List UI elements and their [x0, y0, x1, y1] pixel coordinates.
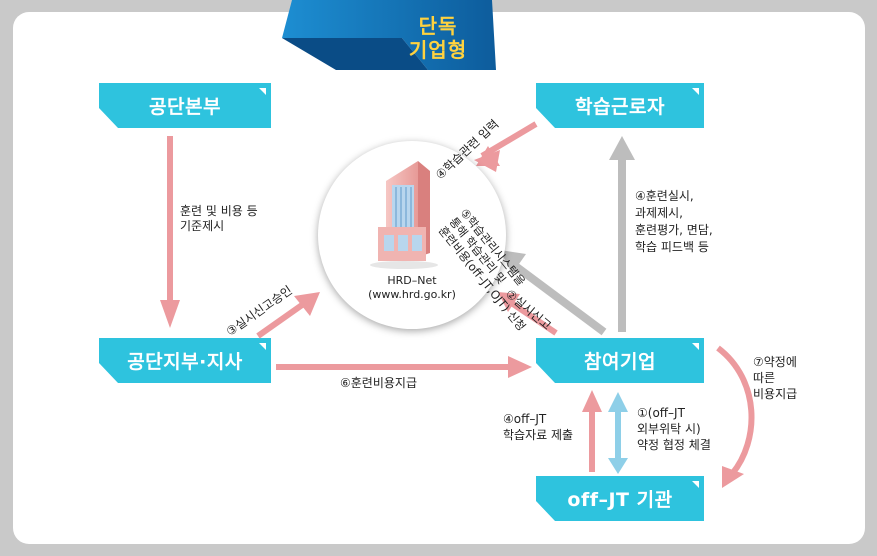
arrow-branch-to-company [276, 356, 532, 378]
arrow-company-offjt-blue [608, 392, 628, 474]
banner-line1: 단독 [418, 14, 458, 38]
hrd-net-label: HRD–Net (www.hrd.go.kr) [335, 274, 489, 302]
company-worker-label-line2: 과제제시, [635, 206, 683, 220]
company-box: 참여기업 [536, 338, 704, 383]
hq-box-shape [99, 83, 271, 128]
agreement-label: ①(off–JT 외부위탁 시) 약정 협정 체결 [637, 405, 711, 453]
hq-branch-label-line1: 훈련 및 비용 등 [180, 204, 258, 218]
branch-box-shape [99, 338, 271, 383]
banner-title: 단독 기업형 [388, 14, 488, 62]
offjt-box-shape [536, 476, 704, 521]
agreement-label-line3: 약정 협정 체결 [637, 438, 711, 452]
submit-label-line1: ④off–JT [503, 412, 547, 426]
contract-pay-label: ⑦약정에 따른 비용지급 [753, 354, 797, 402]
contract-pay-label-line2: 따른 [753, 371, 776, 385]
arrow-company-to-offjt-curve [716, 345, 755, 488]
arrow-company-to-hrd [498, 292, 558, 336]
submit-label-line2: 학습자료 제출 [503, 428, 574, 442]
hq-box: 공단본부 [99, 83, 271, 128]
company-worker-label-line1: ④훈련실시, [635, 189, 694, 203]
hrd-net-url: (www.hrd.go.kr) [368, 288, 456, 301]
arrow-branch-to-hrd [256, 292, 320, 339]
banner-fold [282, 38, 428, 70]
banner-line2: 기업형 [408, 38, 468, 62]
agreement-label-line1: ①(off–JT [637, 406, 685, 420]
arrow-company-to-hrd-gray [500, 250, 607, 336]
hrd-net-circle [318, 141, 506, 329]
arrow-worker-to-hrd [474, 121, 538, 172]
company-worker-label-line3: 훈련평가, 면담, [635, 223, 713, 237]
hq-branch-label: 훈련 및 비용 등 기준제시 [180, 204, 258, 234]
contract-pay-label-line1: ⑦약정에 [753, 355, 797, 369]
worker-box-shape [536, 83, 704, 128]
worker-box: 학습근로자 [536, 83, 704, 128]
building-icon [370, 161, 438, 269]
arrow-company-to-worker [609, 136, 635, 332]
arrow-offjt-to-company [582, 390, 602, 472]
arrow-hq-to-branch [160, 136, 180, 328]
hrd-net-name: HRD–Net [387, 274, 437, 287]
agreement-label-line2: 외부위탁 시) [637, 422, 701, 436]
company-worker-label-line4: 학습 피드백 등 [635, 240, 709, 254]
banner-shape [282, 0, 496, 70]
offjt-box: off–JT 기관 [536, 476, 704, 521]
submit-label: ④off–JT 학습자료 제출 [503, 411, 573, 443]
company-box-shape [536, 338, 704, 383]
payment-label: ⑥훈련비용지급 [340, 376, 417, 390]
contract-pay-label-line3: 비용지급 [753, 387, 798, 401]
hq-branch-label-line2: 기준제시 [180, 219, 225, 233]
company-worker-label: ④훈련실시, 과제제시, 훈련평가, 면담, 학습 피드백 등 [635, 188, 713, 256]
branch-box: 공단지부·지사 [99, 338, 271, 383]
